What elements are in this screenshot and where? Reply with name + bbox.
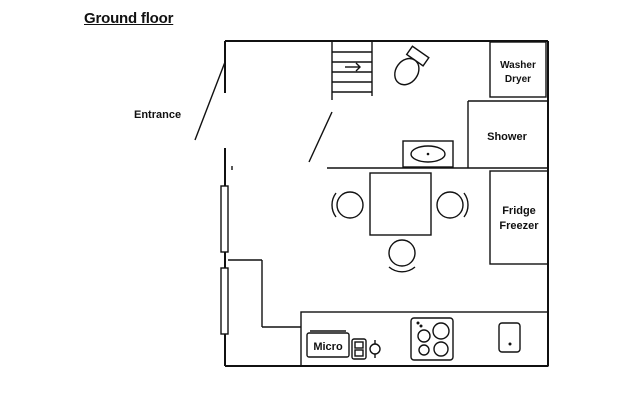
entrance-label: Entrance	[134, 109, 181, 121]
cooktop-icon	[410, 317, 454, 361]
toaster-icon	[351, 338, 367, 360]
washer-label: Washer	[500, 60, 536, 71]
fridge-freezer	[489, 170, 549, 265]
staircase	[308, 41, 373, 163]
chair-bottom	[388, 239, 416, 273]
dining-table	[369, 172, 432, 236]
microwave-label: Micro	[313, 341, 343, 353]
chair-left	[331, 191, 364, 219]
exterior-walls	[224, 40, 549, 367]
window-lower	[220, 267, 229, 335]
washer-dryer	[489, 41, 547, 98]
page-title: Ground floor	[84, 10, 174, 27]
entrance-door	[194, 61, 226, 141]
window-upper	[220, 185, 229, 253]
freezer-label: Freezer	[499, 220, 539, 232]
toilet-icon	[394, 45, 430, 86]
dryer-label: Dryer	[505, 74, 531, 85]
chair-right	[436, 191, 469, 219]
kitchen-counter	[300, 311, 549, 367]
microwave	[306, 330, 350, 358]
kitchen-sink-icon	[498, 322, 521, 353]
fridge-label: Fridge	[502, 205, 536, 217]
kettle-icon	[369, 340, 381, 358]
bathroom-sink-icon	[402, 140, 454, 168]
shower-label: Shower	[487, 131, 527, 143]
